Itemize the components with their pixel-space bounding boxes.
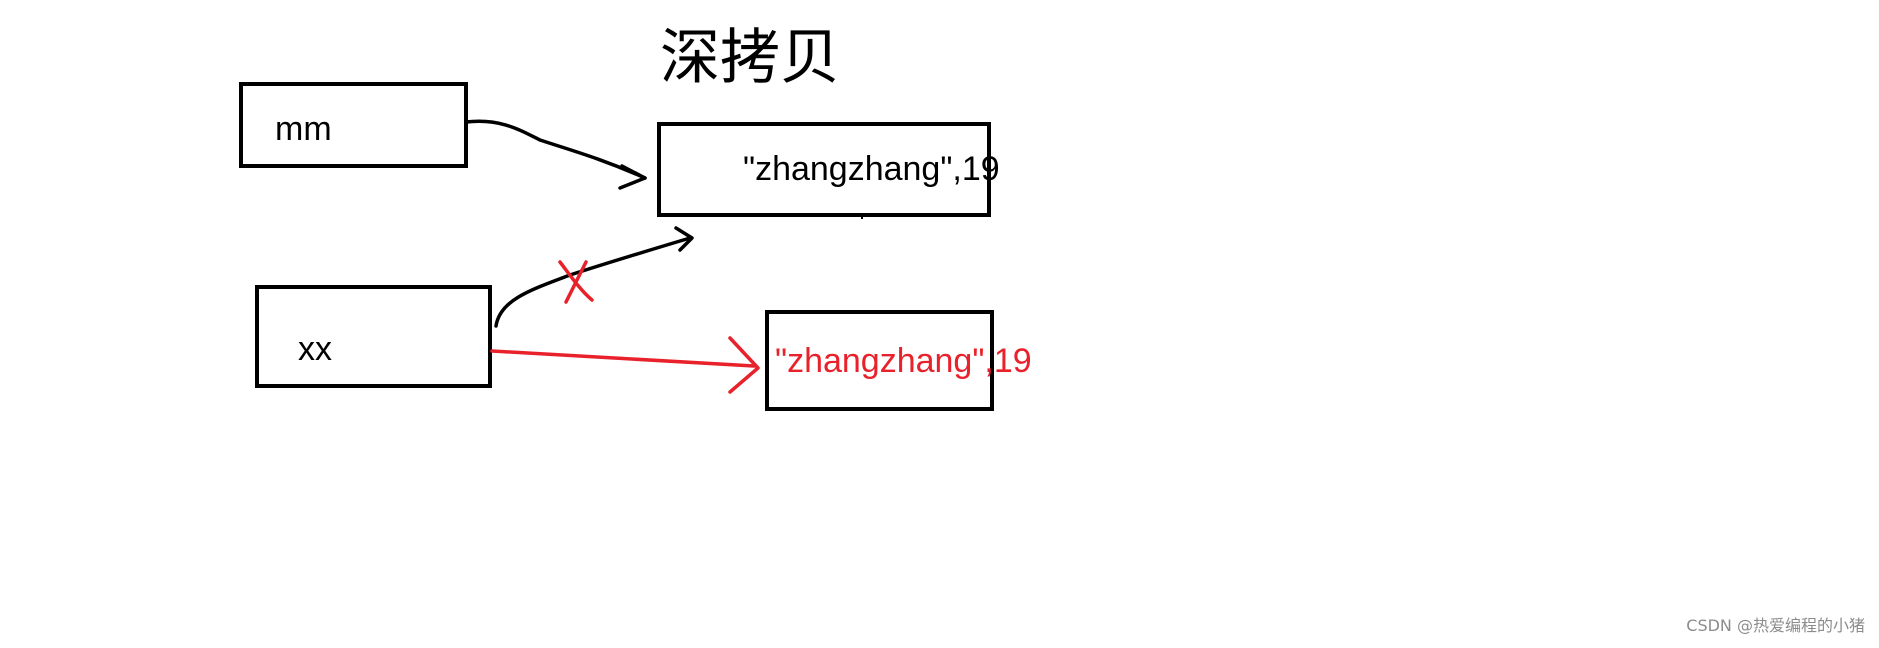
title-handwritten: 深拷贝: [660, 23, 840, 93]
original-object-label: "zhangzhang",19: [743, 150, 1000, 188]
arrow-xx-to-original: [494, 236, 692, 328]
cross-mark: [558, 260, 594, 304]
mm-box: [239, 82, 468, 168]
arrow-mm-to-object: [464, 119, 647, 180]
xx-label: xx: [298, 330, 332, 368]
copied-object-label: "zhangzhang",19: [775, 342, 1032, 380]
copied-object-box: [765, 310, 994, 411]
arrow-xx-to-copy: [490, 349, 756, 368]
arrow-mm-head: [618, 164, 647, 190]
arrow-xx-copy-head: [728, 336, 760, 394]
watermark: CSDN @热爱编程的小猪: [1686, 616, 1865, 635]
mm-label: mm: [275, 110, 332, 148]
arrow-xx-original-head: [674, 226, 694, 252]
xx-box: [255, 285, 492, 388]
original-object-box: [657, 122, 991, 217]
